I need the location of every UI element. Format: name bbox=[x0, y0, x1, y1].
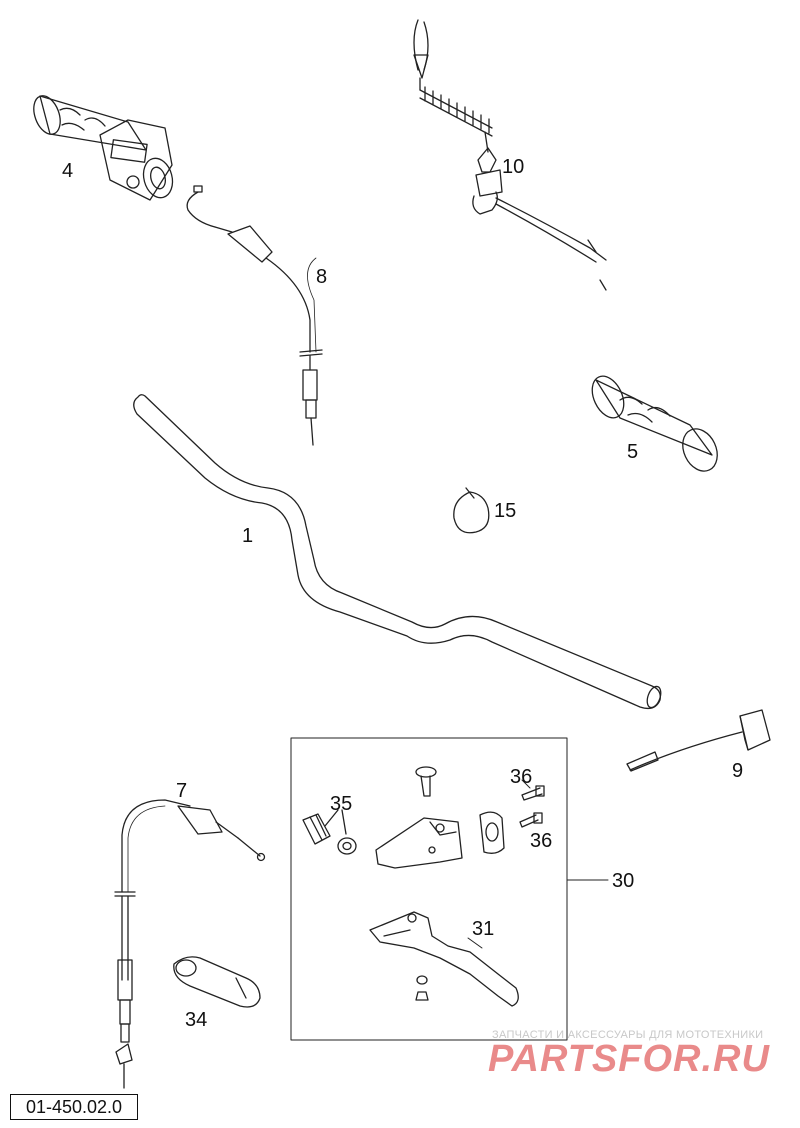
cable-boot bbox=[173, 956, 261, 1008]
label-clutch-cable: 7 bbox=[176, 780, 187, 802]
label-throttle-grip: 4 bbox=[62, 160, 73, 182]
lever-bracket bbox=[375, 811, 505, 869]
watermark-brand: PARTSFOR.RU bbox=[488, 1038, 770, 1080]
throttle-cable bbox=[186, 185, 323, 446]
left-grip bbox=[591, 375, 718, 472]
screws bbox=[519, 785, 545, 828]
leader-lines bbox=[467, 779, 531, 949]
bolt-top bbox=[415, 766, 437, 797]
watermark-tagline: ЗАПЧАСТИ И АКСЕССУАРЫ ДЛЯ МОТОТЕХНИКИ bbox=[492, 1029, 764, 1041]
adjuster-parts bbox=[302, 809, 357, 855]
label-left-grip: 5 bbox=[627, 441, 638, 463]
label-clutch-assembly: 30 bbox=[612, 870, 634, 892]
cable-tie bbox=[453, 487, 490, 534]
label-adjuster: 35 bbox=[330, 793, 352, 815]
label-kill-switch: 10 bbox=[502, 156, 524, 178]
handlebar bbox=[133, 394, 662, 710]
catalog-code: 01-450.02.0 bbox=[10, 1094, 138, 1120]
label-screw-lower: 36 bbox=[530, 830, 552, 852]
label-cable-boot: 34 bbox=[185, 1009, 207, 1031]
label-screw-upper: 36 bbox=[510, 766, 532, 788]
clutch-assembly-frame bbox=[290, 737, 609, 1041]
lever bbox=[369, 911, 519, 1007]
kill-switch bbox=[413, 19, 607, 291]
label-handlebar: 1 bbox=[242, 525, 253, 547]
switch-unit bbox=[626, 709, 771, 772]
label-throttle-cable: 8 bbox=[316, 266, 327, 288]
label-lever: 31 bbox=[472, 918, 494, 940]
label-cable-tie: 15 bbox=[494, 500, 516, 522]
clutch-cable bbox=[114, 799, 266, 1089]
throttle-grip bbox=[33, 95, 174, 201]
label-switch: 9 bbox=[732, 760, 743, 782]
part-labels: 4 10 8 5 15 1 9 7 36 35 36 30 31 34 bbox=[62, 156, 743, 1031]
